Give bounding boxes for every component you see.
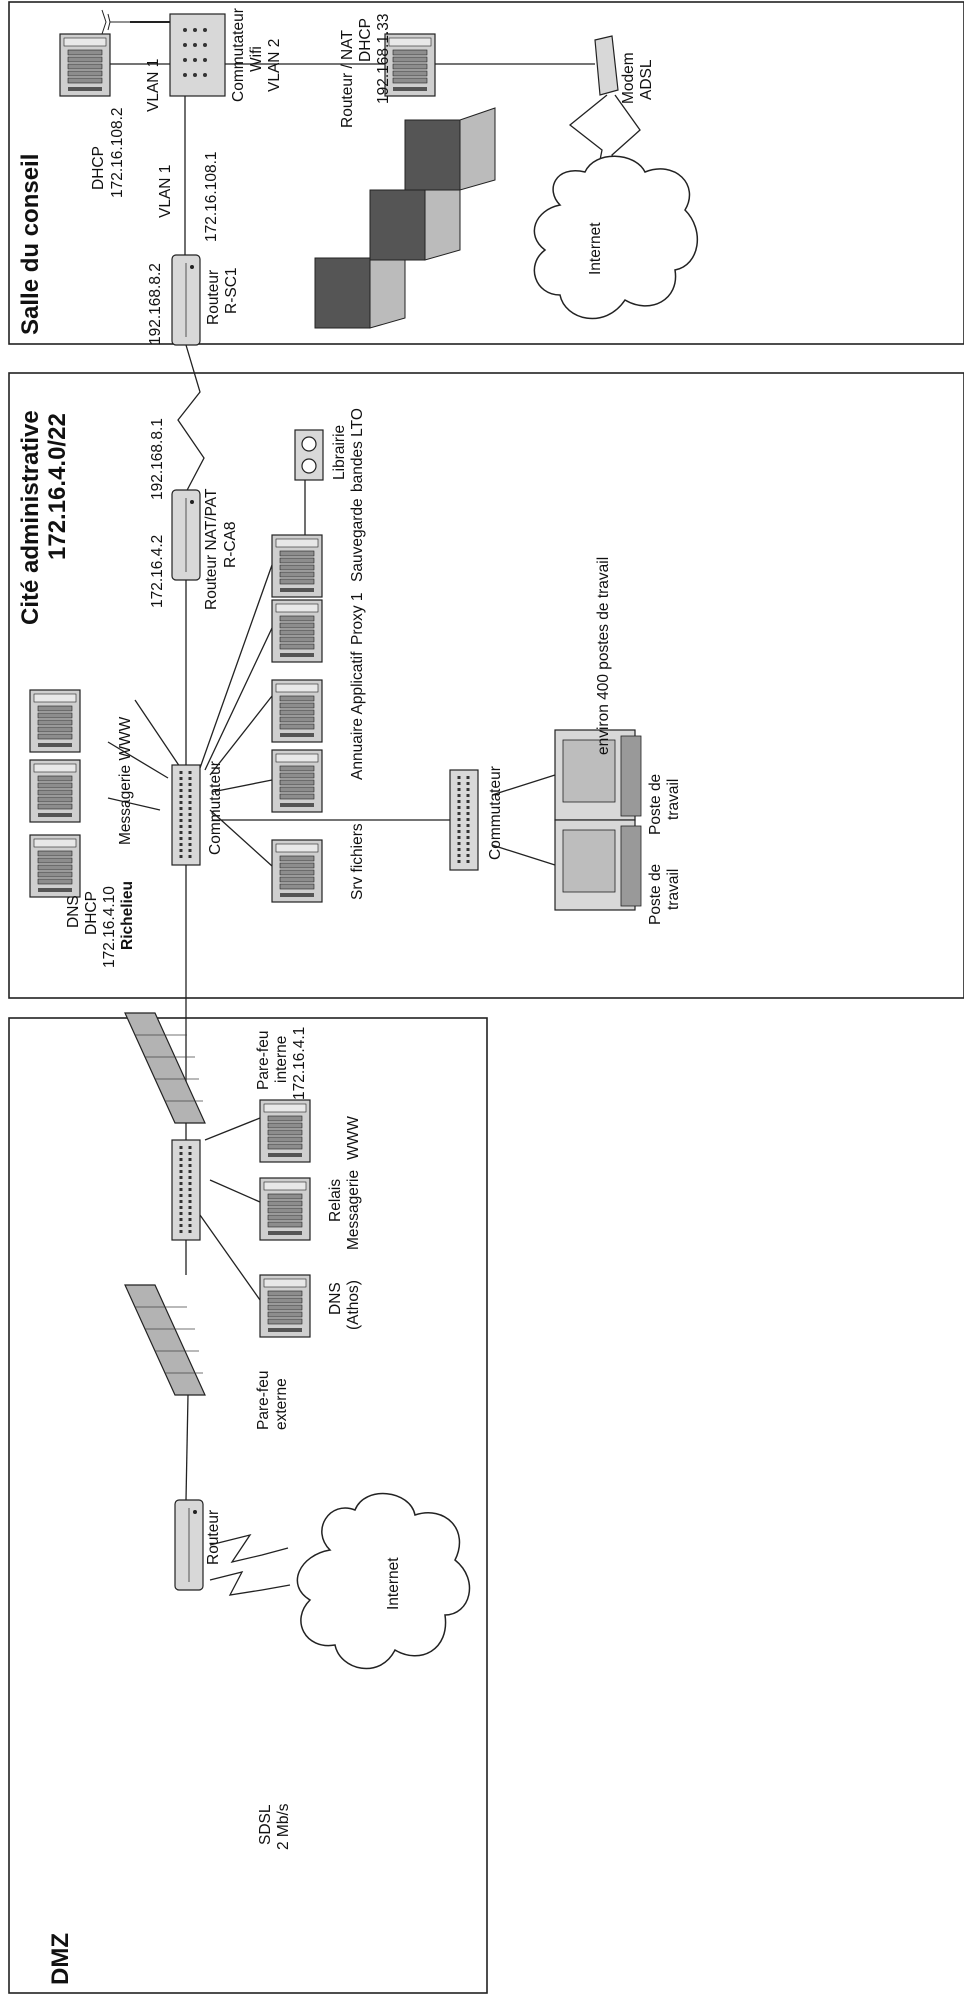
label-dns-athos-2: (Athos) <box>345 1280 362 1330</box>
label-commutateur-ws: Commutateur <box>487 766 504 860</box>
label-sdsl-speed: 2 Mb/s <box>275 1803 292 1850</box>
label-library-2: bandes LTO <box>349 408 366 492</box>
file-server-icon <box>271 839 323 903</box>
label-ip-4-2: 172.16.4.2 <box>149 535 166 608</box>
zone-subnet-cite: 172.16.4.0/22 <box>44 413 71 560</box>
label-router-nat: Routeur / NAT <box>339 30 356 128</box>
label-router-nat-ip: 192.168.1.33 <box>375 13 392 104</box>
label-switch-type: Wifi <box>248 46 265 72</box>
label-fw-int-ip: 172.16.4.1 <box>291 1027 308 1100</box>
label-fw-ext-2: externe <box>273 1378 290 1430</box>
dmz-router-icon <box>174 1499 204 1591</box>
label-poste2-l1: Poste de <box>647 864 664 925</box>
relay-mail-server-icon <box>259 1177 311 1241</box>
label-srv-fichiers: Srv fichiers <box>349 823 366 900</box>
label-ip-8-2: 192.168.8.2 <box>147 263 164 345</box>
label-switch-name: Commutateur <box>230 8 247 102</box>
label-adsl: ADSL <box>638 59 655 100</box>
label-relais: Relais <box>327 1179 344 1222</box>
label-dmz-router: Routeur <box>205 1510 222 1565</box>
label-dhcp-ip: 172.16.108.2 <box>109 107 126 198</box>
directory-server-icon <box>271 749 323 813</box>
zone-title-salle: Salle du conseil <box>17 154 44 335</box>
label-fw-int-2: interne <box>273 1036 290 1083</box>
label-postes: environ 400 postes de travail <box>595 557 612 755</box>
label-commutateur-main: Commutateur <box>207 761 224 855</box>
label-library-1: Librairie <box>331 425 348 480</box>
label-dhcp: DHCP <box>83 891 100 935</box>
internal-firewall-icon <box>124 1012 206 1124</box>
label-fw-int-1: Pare-feu <box>255 1031 272 1090</box>
zone-title-cite: Cité administrative <box>17 410 44 625</box>
label-sdsl: SDSL <box>257 1804 274 1845</box>
label-router-natpat: Routeur NAT/PAT <box>203 488 220 610</box>
label-vlan1-top: VLAN 1 <box>145 59 162 112</box>
zone-title-dmz: DMZ <box>47 1933 74 1985</box>
label-ip-108-1: 172.16.108.1 <box>203 151 220 242</box>
www-server-icon <box>29 689 81 753</box>
dns-athos-server-icon <box>259 1274 311 1338</box>
label-router-rca8: R-CA8 <box>222 521 239 568</box>
label-messagerie: Messagerie <box>345 1170 362 1250</box>
tape-library-icon <box>294 429 324 481</box>
dmz-switch-icon <box>170 1138 202 1242</box>
external-firewall-icon <box>124 1284 206 1396</box>
links <box>107 63 641 1596</box>
directory-server-icon <box>271 679 323 743</box>
router-r-sc1-icon <box>171 254 201 346</box>
workstation-switch-icon <box>448 768 480 872</box>
workstation-icon <box>554 819 642 911</box>
label-messagerie-www: Messagerie WWW <box>117 716 134 845</box>
internet-cloud-salle <box>533 155 699 320</box>
proxy-server-icon <box>271 599 323 663</box>
label-sauvegarde: Sauvegarde <box>349 498 366 582</box>
backup-server-icon <box>271 534 323 598</box>
label-ip-8-1: 192.168.8.1 <box>149 418 166 500</box>
label-dns: DNS <box>65 895 82 928</box>
zone-dmz <box>8 1017 488 1994</box>
router-r-ca8-icon <box>171 489 201 581</box>
label-router-rsc1-id: R-SC1 <box>223 267 240 314</box>
label-router-rsc1: Routeur <box>205 270 222 325</box>
label-annuaire: Annuaire Applicatif <box>349 651 366 780</box>
label-poste2-l2: travail <box>665 869 682 910</box>
mail-server-icon <box>29 759 81 823</box>
label-router-nat-dhcp: DHCP <box>357 18 374 62</box>
label-proxy: Proxy 1 <box>349 592 366 645</box>
label-poste1-l2: travail <box>665 779 682 820</box>
wifi-switch-icon <box>101 9 226 97</box>
internet-cloud-dmz <box>296 1493 471 1670</box>
label-dns-athos-1: DNS <box>327 1282 344 1315</box>
label-dns-ip: 172.16.4.10 <box>101 886 118 968</box>
main-switch-icon <box>170 763 202 867</box>
label-dhcp: DHCP <box>90 146 107 190</box>
label-vlan2: VLAN 2 <box>266 39 283 92</box>
dhcp-server-icon <box>59 33 111 97</box>
label-poste1-l1: Poste de <box>647 774 664 835</box>
label-www: WWW <box>345 1116 362 1160</box>
adsl-modem-icon <box>594 35 619 96</box>
label-modem: Modem <box>620 52 637 104</box>
label-richelieu: Richelieu <box>119 881 136 950</box>
nat-router-server-icon <box>384 33 436 97</box>
zone-cite-administrative <box>8 372 964 999</box>
label-vlan1-mid: VLAN 1 <box>157 165 174 218</box>
www-server-icon <box>259 1099 311 1163</box>
label-internet-salle: Internet <box>587 222 604 275</box>
zone-salle-du-conseil <box>8 1 964 345</box>
label-fw-ext-1: Pare-feu <box>255 1371 272 1430</box>
dns-dhcp-server-icon <box>29 834 81 898</box>
laptop-icon <box>404 107 496 191</box>
label-internet-dmz: Internet <box>385 1557 402 1610</box>
